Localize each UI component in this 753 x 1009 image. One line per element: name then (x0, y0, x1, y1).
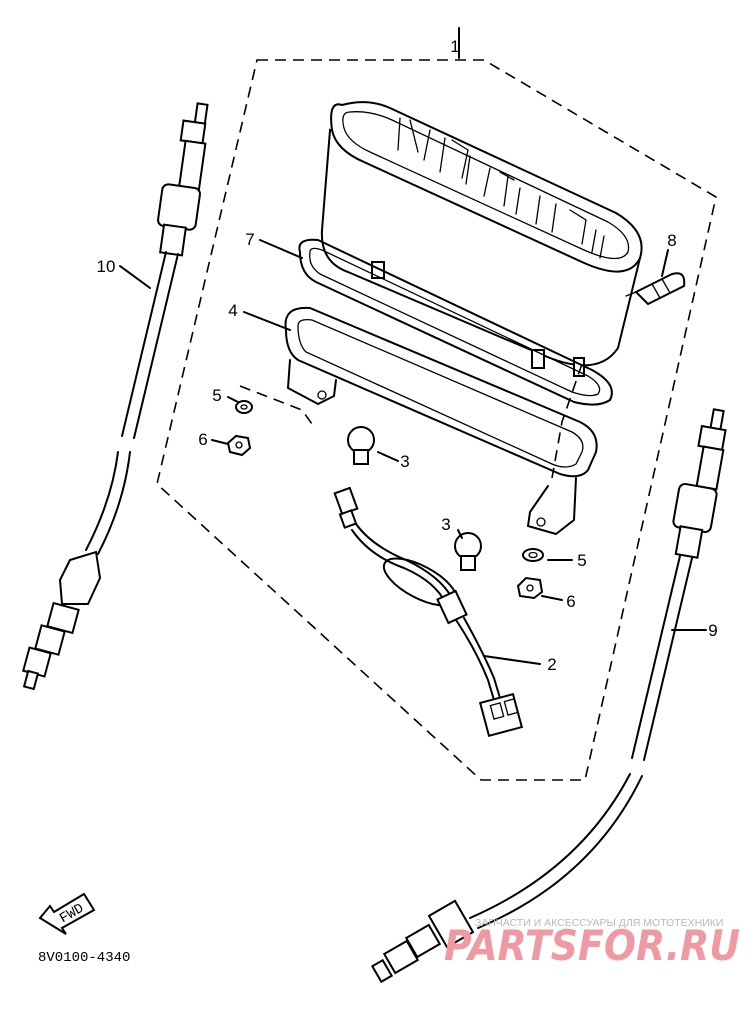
speedometer-housing (320, 101, 643, 377)
callout-6-left: 6 (198, 430, 207, 449)
mount-line-right (551, 363, 583, 479)
gasket-part-7 (298, 238, 613, 406)
wire-harness-part-2 (333, 486, 524, 738)
callout-7: 7 (245, 230, 254, 249)
assembly-boundary (156, 59, 717, 781)
callout-3-lower: 3 (441, 515, 450, 534)
washer-left (235, 400, 253, 414)
washer-right (522, 548, 544, 562)
callout-5-right: 5 (577, 551, 586, 570)
diagram-code: 8V0100-4340 (38, 950, 130, 966)
callout-2: 2 (547, 655, 556, 674)
watermark-logo: PARTSFOR.RU (444, 921, 740, 970)
callout-8: 8 (667, 231, 676, 250)
mount-line-left (239, 385, 313, 425)
bracket-part-4 (284, 306, 598, 535)
nut-left (226, 434, 252, 457)
meter-cable-part-10 (22, 102, 209, 691)
meter-cable-part-9 (370, 408, 727, 984)
forward-direction-arrow-icon: FWD (38, 892, 96, 935)
callout-10: 10 (97, 257, 116, 276)
nut-right (516, 576, 544, 600)
assembly-number: 1 (450, 37, 459, 56)
watermark-caption: ЗАПЧАСТИ И АКСЕССУАРЫ ДЛЯ МОТОТЕХНИКИ (475, 917, 723, 929)
reset-knob-part-8 (625, 272, 686, 306)
callout-9: 9 (708, 621, 717, 640)
bulb-lower (454, 532, 482, 571)
callout-4: 4 (228, 301, 237, 320)
callout-3-upper: 3 (400, 452, 409, 471)
callout-5-left: 5 (212, 386, 221, 405)
leader-lines (119, 239, 707, 665)
callout-6-right: 6 (566, 592, 575, 611)
bulb-upper (347, 426, 375, 465)
